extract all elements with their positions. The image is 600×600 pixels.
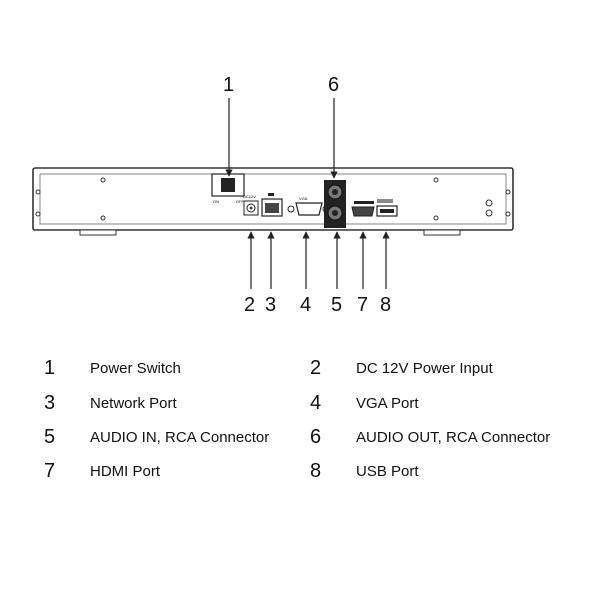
legend-label: VGA Port (356, 394, 419, 412)
legend-label: HDMI Port (90, 462, 161, 480)
callout-1: 1 (223, 74, 234, 96)
leader-lines (225, 98, 390, 289)
callout-7: 7 (357, 294, 368, 316)
legend-item-network-port: 3 Network Port (44, 391, 177, 415)
legend-item-vga-port: 4 VGA Port (310, 391, 419, 415)
legend-number: 7 (44, 459, 56, 482)
legend-label: Power Switch (90, 359, 181, 377)
hdmi-port (351, 201, 375, 217)
legend-item-usb-port: 8 USB Port (310, 459, 419, 483)
legend-number: 6 (310, 425, 322, 448)
callout-6: 6 (328, 74, 339, 96)
legend-label: USB Port (356, 462, 419, 480)
legend-item-dc-power-input: 2 DC 12V Power Input (310, 356, 493, 380)
legend-label: AUDIO IN, RCA Connector (90, 428, 270, 446)
legend-number: 1 (44, 356, 56, 379)
switch-off-label: OFF (236, 199, 245, 204)
dc-power-port: DC12V (243, 194, 259, 216)
legend-item-hdmi-port: 7 HDMI Port (44, 459, 160, 483)
network-port (261, 193, 283, 217)
dc-input-label: DC12V (243, 194, 256, 199)
power-switch: ON OFF (211, 173, 245, 204)
callout-4: 4 (300, 294, 311, 316)
callout-8: 8 (380, 294, 391, 316)
legend-number: 2 (310, 356, 322, 379)
legend-label: Network Port (90, 394, 177, 412)
audio-block (324, 180, 346, 228)
legend-item-power-switch: 1 Power Switch (44, 356, 181, 380)
legend-number: 5 (44, 425, 56, 448)
rear-panel-diagram: ON OFF DC12V VGA (32, 74, 514, 316)
legend-number: 3 (44, 391, 56, 414)
legend-number: 8 (310, 459, 322, 482)
legend-item-audio-in: 5 AUDIO IN, RCA Connector (44, 425, 269, 449)
vga-label: VGA (299, 196, 308, 201)
legend: 1 Power Switch 2 DC 12V Power Input 3 Ne… (0, 350, 600, 490)
callout-3: 3 (265, 294, 276, 316)
legend-item-audio-out: 6 AUDIO OUT, RCA Connector (310, 425, 550, 449)
callout-5: 5 (331, 294, 342, 316)
switch-on-label: ON (213, 199, 219, 204)
legend-number: 4 (310, 391, 322, 414)
legend-label: DC 12V Power Input (356, 359, 493, 377)
callout-2: 2 (244, 294, 255, 316)
legend-label: AUDIO OUT, RCA Connector (356, 428, 551, 446)
usb-port (376, 199, 398, 217)
vga-port: VGA (287, 196, 330, 216)
